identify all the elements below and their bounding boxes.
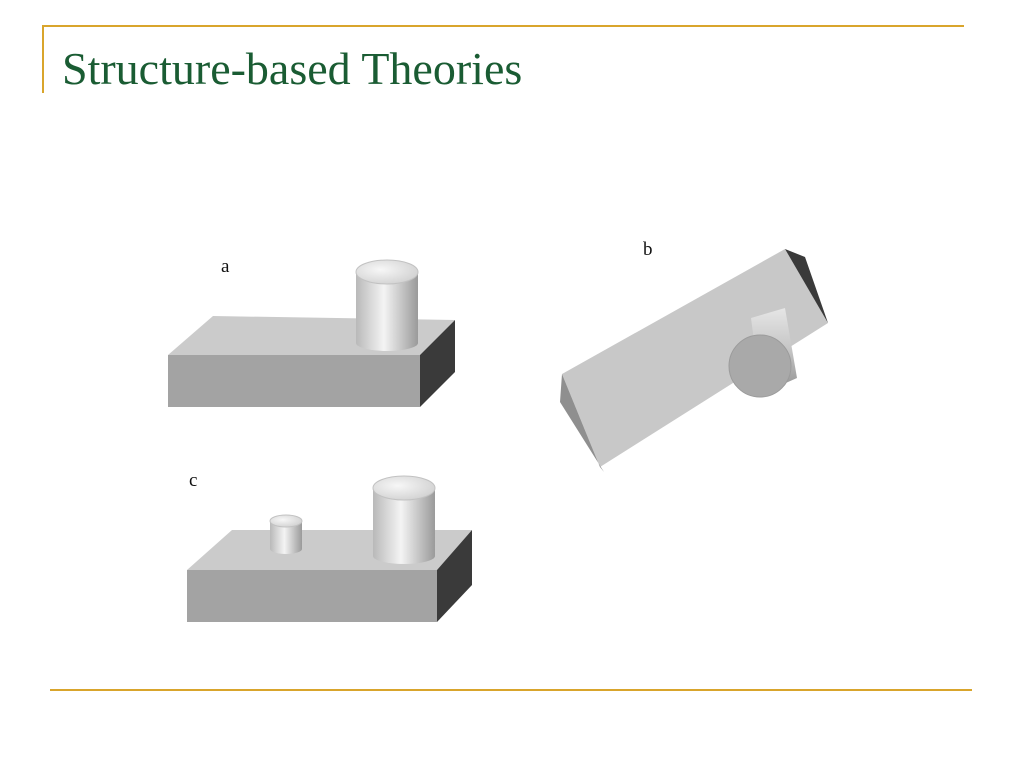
block-c-side-face — [437, 530, 472, 622]
label-a: a — [221, 256, 230, 277]
object-c — [187, 475, 472, 622]
cylinder-c-large-body — [373, 488, 435, 564]
slide-title: Structure-based Theories — [62, 43, 523, 94]
block-a-side-face — [420, 320, 455, 407]
cylinder-c-small-body — [270, 521, 302, 554]
object-a — [168, 259, 455, 407]
frame-bottom-line — [50, 689, 972, 691]
cylinder-a-top — [355, 259, 419, 285]
label-c: c — [189, 470, 197, 491]
cylinder-c-large-top — [372, 475, 436, 501]
object-b — [560, 249, 828, 472]
block-b-top-face — [562, 249, 828, 467]
cylinder-c-small-top — [269, 514, 303, 528]
block-a-front-face — [168, 355, 420, 407]
frame-top-line — [42, 25, 964, 27]
frame-left-line — [42, 25, 44, 93]
cylinder-a-body — [356, 272, 418, 351]
block-b-side-face — [560, 374, 604, 472]
block-c-front-face — [187, 570, 437, 622]
label-b: b — [643, 239, 653, 260]
block-b-end-face — [785, 249, 828, 323]
cylinder-b-cap — [728, 334, 792, 398]
